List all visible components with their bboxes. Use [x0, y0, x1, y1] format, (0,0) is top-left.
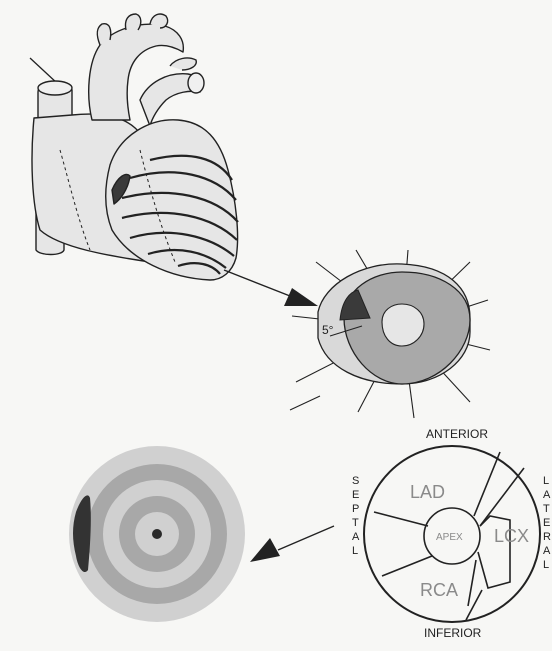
septal-letter: P	[352, 503, 359, 515]
slice-cavity	[382, 304, 424, 346]
lateral-letter: A	[543, 489, 551, 501]
pulmonary-branch	[170, 58, 196, 70]
pulmonary-opening	[188, 73, 204, 93]
great-vessel-2	[125, 14, 140, 30]
apex-label: APEX	[436, 532, 463, 543]
lateral-label: L A T E R A L	[543, 475, 551, 571]
angle-label: 5°	[322, 323, 334, 337]
heart-illustration	[30, 14, 238, 280]
lateral-letter: T	[543, 503, 550, 515]
svc-pointer-line	[30, 58, 58, 84]
septal-label: S E P T A L	[352, 475, 360, 557]
arrow-heart-to-slice	[224, 270, 318, 306]
septal-letter: L	[352, 545, 358, 557]
lcx-label: LCX	[494, 526, 529, 546]
coronary-territory-map: ANTERIOR INFERIOR LAD LCX RCA APEX	[364, 427, 540, 640]
septal-letter: E	[352, 489, 359, 501]
septal-letter: T	[352, 517, 359, 529]
septal-letter: S	[352, 475, 359, 487]
anterior-label: ANTERIOR	[426, 427, 488, 441]
short-axis-slice: 5°	[290, 250, 490, 418]
polar-map	[69, 446, 245, 622]
septal-letter: A	[352, 531, 360, 543]
rca-label: RCA	[420, 580, 458, 600]
lateral-letter: A	[543, 545, 551, 557]
lateral-letter: E	[543, 517, 550, 529]
polar-apex-dot	[152, 529, 162, 539]
inferior-label: INFERIOR	[424, 626, 482, 640]
lateral-letter: R	[543, 531, 551, 543]
arrow-to-polar-map	[250, 526, 334, 562]
lad-label: LAD	[410, 482, 445, 502]
lateral-letter: L	[543, 559, 549, 571]
svc-opening	[38, 81, 72, 95]
lateral-letter: L	[543, 475, 549, 487]
